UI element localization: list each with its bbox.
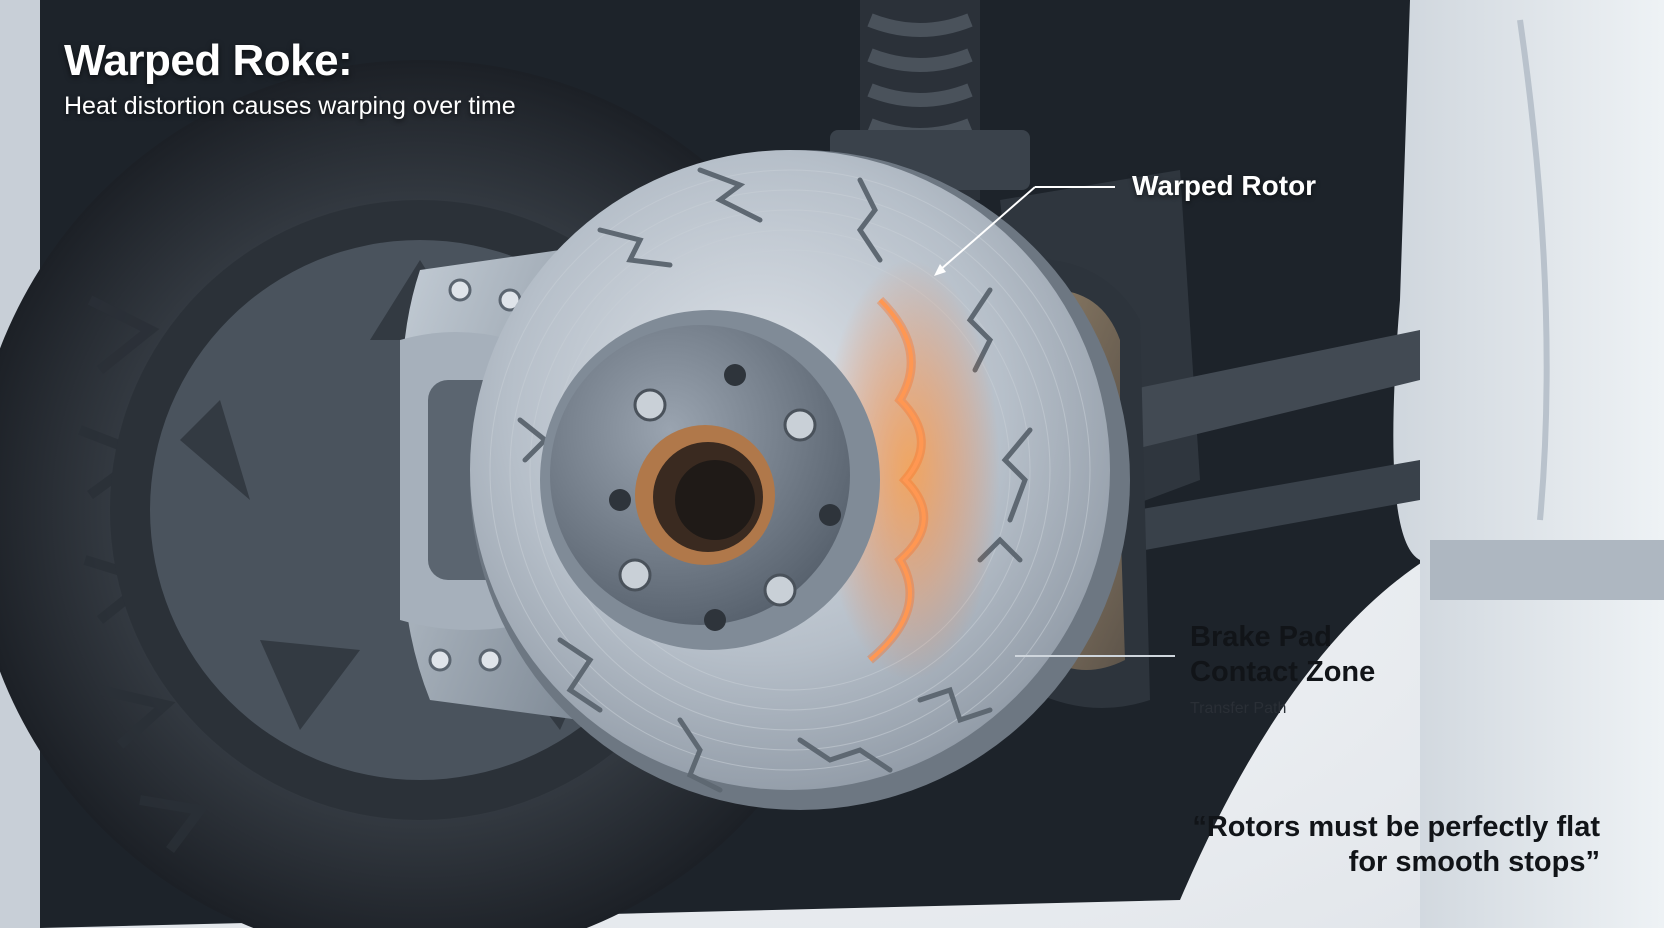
warped-rotor-label: Warped Rotor bbox=[1132, 170, 1317, 201]
page-title: Warped Roke: bbox=[64, 36, 353, 85]
page-subtitle: Heat distortion causes warping over time bbox=[64, 92, 516, 120]
brake-pad-label-line2: Contact Zone bbox=[1190, 656, 1376, 688]
transfer-path-label: Transfer Path bbox=[1190, 700, 1287, 717]
brake-pad-contact-label: Brake Pad Contact Zone bbox=[1190, 620, 1375, 690]
quote-line2: for smooth stops” bbox=[1348, 846, 1600, 878]
brake-pad-label-line1: Brake Pad bbox=[1190, 621, 1332, 653]
quote-line1: “Rotors must be perfectly flat bbox=[1192, 811, 1600, 843]
quote-block: “Rotors must be perfectly flat for smoot… bbox=[1100, 810, 1600, 880]
